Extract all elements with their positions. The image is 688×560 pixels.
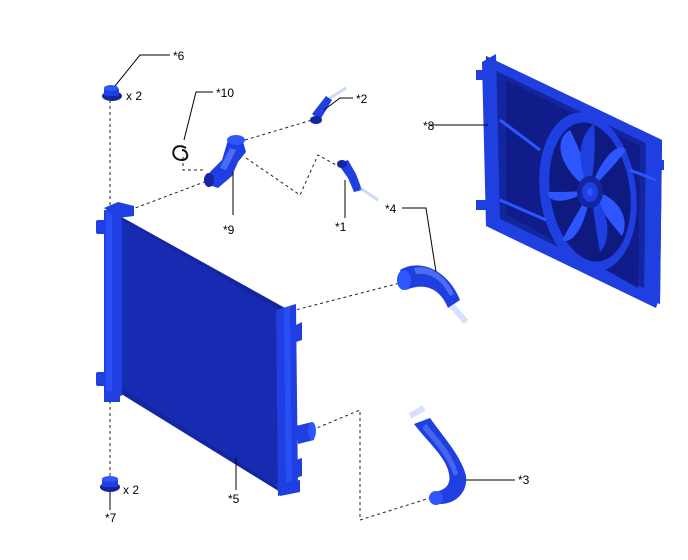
quantity-top: x 2 (126, 89, 142, 103)
callout-1: *1 (335, 220, 347, 234)
lower-radiator-support-cushion (100, 476, 120, 492)
radiator-assembly (96, 202, 316, 496)
callout-5: *5 (228, 492, 240, 506)
radiator-hose-small-upper (310, 86, 347, 124)
callout-8: *8 (423, 119, 435, 133)
callout-labels: *6 *10 *2 *8 *4 *9 *1 *3 *5 *7 x 2 x 2 (105, 49, 530, 525)
callout-4: *4 (385, 202, 397, 216)
callout-9: *9 (223, 223, 235, 237)
callout-7: *7 (105, 511, 117, 525)
quantity-bottom: x 2 (123, 483, 139, 497)
callout-6: *6 (173, 49, 185, 63)
callout-2: *2 (356, 92, 368, 106)
leader-lines (109, 54, 515, 510)
radiator-inlet-hose (204, 135, 246, 188)
radiator-hose-small-lower (337, 160, 379, 202)
callout-3: *3 (518, 473, 530, 487)
radiator-hose-no1 (397, 265, 469, 324)
callout-10: *10 (216, 86, 234, 100)
cooling-fan-shroud-assembly (476, 54, 664, 308)
hose-clip (172, 145, 189, 162)
radiator-hose-no2 (408, 405, 467, 505)
upper-radiator-support-cushion (102, 85, 122, 101)
